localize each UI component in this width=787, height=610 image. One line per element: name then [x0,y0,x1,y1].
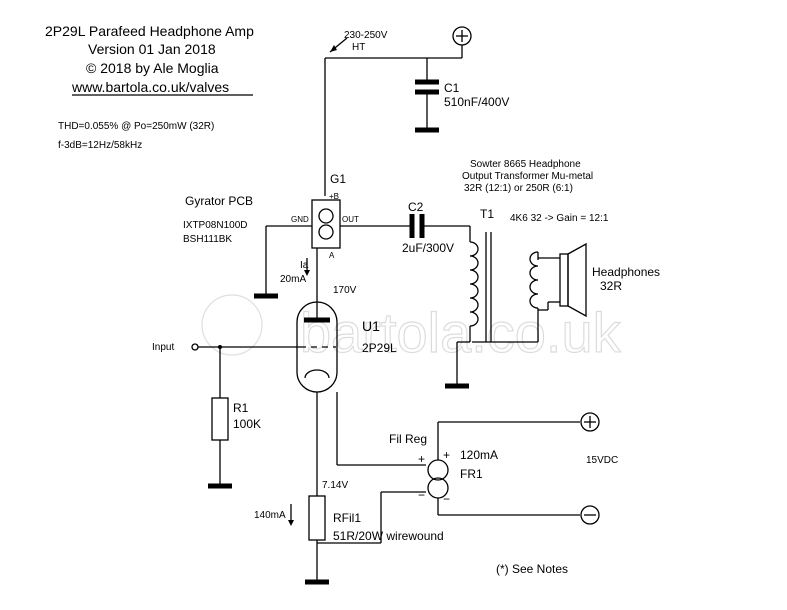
tube-u1: U1 2P29L [296,301,397,393]
t1-desc-line2: Output Transformer Mu-metal [462,171,593,182]
t1-secondary-winding [529,251,539,309]
c1-value: 510nF/400V [444,95,509,109]
capacitor-c1: C1 510nF/400V [415,58,509,133]
ht-label: HT [352,42,365,53]
fil-reg-ref: FR1 [460,467,483,481]
version-text: Version 01 Jan 2018 [88,41,216,57]
watermark: bartola.co.uk [201,294,622,365]
fil-reg-out-plus: + [443,448,450,462]
headphones-impedance: 32R [600,279,622,293]
input-label: Input [152,342,174,353]
thd-spec: THD=0.055% @ Po=250mW (32R) [58,121,214,132]
input-terminal[interactable] [191,343,199,351]
ht-rail: 230-250V HT [324,26,472,196]
fil-reg-in-minus: − [418,488,425,502]
cathode-voltage: 7.14V [322,480,348,491]
c2-ref: C2 [408,200,424,214]
fil-reg-out-minus: − [443,492,450,506]
title-block: 2P29L Parafeed Headphone Amp Version 01 … [45,23,254,151]
t1-primary-winding [469,241,479,327]
t1-desc-line3: 32R (12:1) or 250R (6:1) [464,183,573,194]
c1-ref: C1 [444,81,460,95]
ht-positive-terminal [452,26,472,46]
rfil1-resistor [308,495,326,541]
tube-cathode [304,369,330,379]
capacitor-c2: C2 2uF/300V [340,200,470,255]
gyrator-pin-out: OUT [342,215,359,224]
fil-supply-voltage: 15VDC [586,455,618,466]
tube-type: 2P29L [362,341,397,355]
filament-wiring: 7.14V [316,392,426,496]
page-title: 2P29L Parafeed Headphone Amp [45,23,254,39]
gyrator-pin-b: +B [329,192,339,201]
r1-ref: R1 [233,401,249,415]
t1-desc-line1: Sowter 8665 Headphone [470,159,581,170]
gyrator-part1: IXTP08N100D [183,220,247,231]
gyrator-box [311,199,341,249]
tube-ref: U1 [362,318,380,334]
watermark-text: bartola.co.uk [300,301,622,364]
fil-reg-title: Fil Reg [389,432,427,446]
speaker-magnet [559,253,569,307]
r1-resistor [211,397,229,441]
gyrator-part2: BSH111BK [183,234,232,245]
gyrator-pin-gnd: GND [291,215,309,224]
notes-text: (*) See Notes [496,562,568,576]
speaker-cone [567,242,587,318]
headphones: Headphones 32R [538,242,660,318]
fil-supply-positive-terminal [580,412,600,432]
r1-value: 100K [233,417,261,431]
gyrator-g1: G1 +B GND OUT A Gyrator PCB IXTP08N100D … [183,172,359,318]
bandwidth-spec: f-3dB=12Hz/58kHz [58,140,142,151]
rfil1-ref: RFil1 [333,511,361,525]
ia-label: Ia [300,260,309,271]
fil-reg-current: 120mA [460,448,498,462]
fil-supply-negative-terminal [580,505,600,525]
headphones-label: Headphones [592,265,660,279]
c2-value: 2uF/300V [402,241,454,255]
rfil1-current: 140mA [254,510,286,521]
t1-ref: T1 [480,207,494,221]
tube-envelope [296,301,338,393]
fil-reg-in-plus: + [418,452,425,466]
gyrator-title: Gyrator PCB [185,194,253,208]
transformer-t1: T1 Sowter 8665 Headphone Output Transfor… [445,159,609,389]
t1-gain: 4K6 32 -> Gain = 12:1 [510,213,609,224]
anode-voltage: 170V [333,285,357,296]
filament-regulator-fr1: Fil Reg 120mA FR1 + − + − 15VDC [317,412,618,544]
input-stage: Input R1 100K [152,342,300,489]
resistor-rfil1: 140mA RFil1 51R/20W wirewound [254,495,444,585]
gyrator-pin-a: A [329,251,335,260]
ia-value: 20mA [280,274,306,285]
website-link[interactable]: www.bartola.co.uk/valves [71,79,229,95]
ht-voltage: 230-250V [344,30,388,41]
gyrator-ref: G1 [330,172,346,186]
copyright-text: © 2018 by Ale Moglia [86,60,219,76]
rfil1-value: 51R/20W wirewound [333,529,444,543]
